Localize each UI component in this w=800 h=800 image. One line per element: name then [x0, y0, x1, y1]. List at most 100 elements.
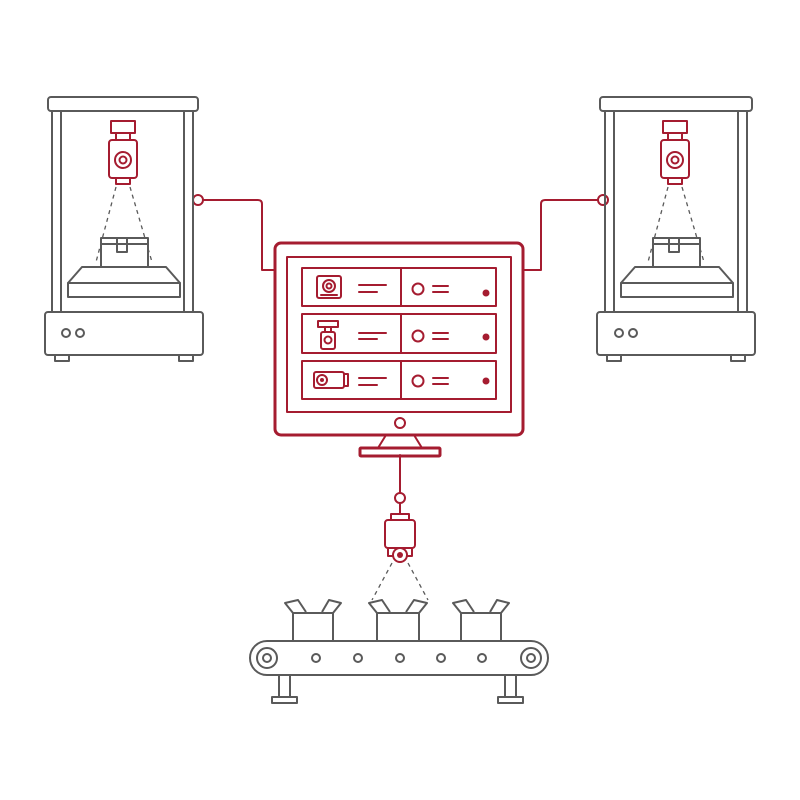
- camera-icon: [660, 120, 690, 185]
- camera-hanging-icon: [317, 320, 339, 350]
- status-dot: [482, 289, 490, 297]
- connector-right-node: [597, 194, 609, 206]
- station-foot: [54, 354, 70, 362]
- connector-left: [202, 199, 276, 271]
- camera-lens-inner: [118, 155, 128, 165]
- icon-lens-inner: [325, 282, 333, 290]
- station-platform: [620, 282, 734, 298]
- roller: [395, 653, 405, 663]
- station-platform-top: [67, 266, 181, 284]
- status-lines: [432, 285, 449, 293]
- status-circle-icon: [411, 329, 425, 343]
- icon-lens: [322, 279, 336, 293]
- icon-body: [313, 371, 345, 389]
- station-button: [75, 328, 85, 338]
- conveyor-legs: [278, 674, 517, 698]
- device-row[interactable]: [301, 267, 497, 307]
- station-button: [61, 328, 71, 338]
- status-dot: [482, 377, 490, 385]
- icon-body: [316, 275, 342, 299]
- box-icon: [452, 599, 510, 642]
- belt-end-roller-hub: [526, 653, 536, 663]
- box-icon: [284, 599, 342, 642]
- camera-body: [384, 519, 416, 549]
- box-flaps: [452, 599, 510, 614]
- text-placeholder-lines: [358, 332, 387, 340]
- belt-end-roller-hub: [262, 653, 272, 663]
- monitor-frame: [273, 241, 525, 437]
- station-base: [44, 311, 204, 356]
- belt: [249, 640, 549, 676]
- monitor-screen: [286, 256, 512, 413]
- connector-bottom-node: [394, 492, 406, 504]
- belt-end-roller: [256, 647, 278, 669]
- station-pillars: [51, 110, 194, 313]
- conveyor-foot: [497, 696, 524, 704]
- box-body: [376, 612, 420, 642]
- device-row[interactable]: [301, 360, 497, 400]
- station-top-bar: [47, 96, 199, 112]
- station-button: [614, 328, 624, 338]
- station-platform: [67, 282, 181, 298]
- monitor-stand: [358, 446, 442, 458]
- belt-end-roller: [520, 647, 542, 669]
- inspection-station-left: [44, 96, 204, 362]
- connection-lines: [192, 194, 609, 515]
- roller: [311, 653, 321, 663]
- station-top-bar: [599, 96, 753, 112]
- station-platform-top: [620, 266, 734, 284]
- device-row-frame: [301, 360, 497, 400]
- camera-icon: [108, 120, 138, 185]
- station-pillars: [604, 110, 748, 313]
- station-foot: [606, 354, 622, 362]
- roller: [477, 653, 487, 663]
- icon-lens: [323, 335, 333, 345]
- inspection-station-right: [596, 96, 756, 362]
- camera-view-cone: [371, 562, 429, 601]
- station-base: [596, 311, 756, 356]
- connector-left-node: [192, 194, 204, 206]
- monitor-neck: [377, 434, 423, 449]
- box-tape: [652, 237, 701, 253]
- box-body: [460, 612, 502, 642]
- status-circle-icon: [411, 282, 425, 296]
- connector-right: [522, 199, 599, 271]
- conveyor-foot: [271, 696, 298, 704]
- text-placeholder-lines: [358, 284, 387, 293]
- camera-side-icon: [313, 371, 349, 389]
- icon-lens: [316, 374, 328, 386]
- status-dot: [482, 333, 490, 341]
- camera-lens-inner: [670, 155, 680, 165]
- station-foot: [178, 354, 194, 362]
- camera-front-icon: [316, 275, 342, 299]
- camera-mount: [662, 120, 688, 134]
- box-flaps: [368, 599, 428, 614]
- device-row-frame: [301, 313, 497, 354]
- device-row-frame: [301, 267, 497, 307]
- camera-neck: [667, 132, 683, 141]
- camera-bottom: [115, 177, 131, 185]
- box-tape: [100, 237, 149, 253]
- text-placeholder-lines: [358, 377, 387, 386]
- monitor-power-icon: [394, 417, 406, 429]
- conveyor-belt: [249, 599, 549, 704]
- station-button: [628, 328, 638, 338]
- camera-icon: [384, 513, 416, 563]
- box-body: [292, 612, 334, 642]
- status-lines: [432, 332, 449, 340]
- monitor: [273, 241, 525, 458]
- device-row[interactable]: [301, 313, 497, 354]
- roller: [436, 653, 446, 663]
- box-icon: [368, 599, 428, 642]
- station-foot: [730, 354, 746, 362]
- box-flaps: [284, 599, 342, 614]
- camera-neck: [115, 132, 131, 141]
- icon-lens-inner: [320, 378, 324, 382]
- camera-mount: [110, 120, 136, 134]
- icon-back: [343, 373, 349, 387]
- status-lines: [432, 377, 449, 385]
- icon-body: [320, 331, 336, 350]
- belt-rollers: [311, 653, 487, 663]
- status-circle-icon: [411, 374, 425, 388]
